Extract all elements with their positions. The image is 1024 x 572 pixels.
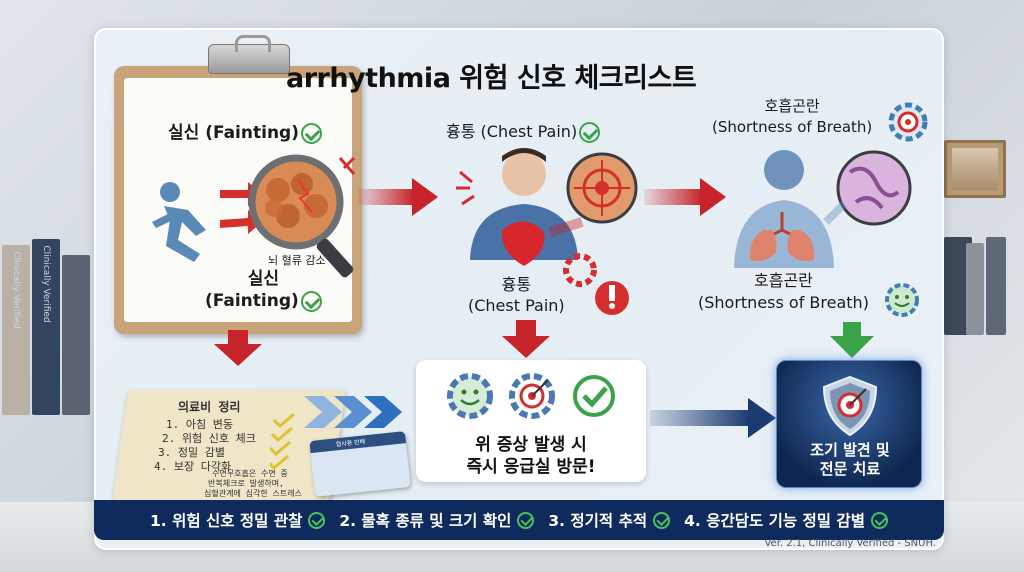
patient-card: 협사용 반배 xyxy=(309,431,411,497)
emergency-line-2: 즉시 응급실 방문! xyxy=(466,457,596,477)
background-book xyxy=(986,237,1006,335)
person-chest-pain-icon xyxy=(470,148,578,266)
early-treatment-box: 조기 발견 및 전문 치료 xyxy=(776,360,922,488)
fainting-annotation: 뇌 혈류 감소 xyxy=(268,254,326,267)
notebook-footnote-1: 수면무호흡은 수면 중 xyxy=(212,469,288,478)
check-icon xyxy=(517,511,535,529)
notebook-line-2: 2. 위험 신호 체크 xyxy=(162,432,256,445)
background-book-spine-text: Clinically Verified xyxy=(41,245,51,323)
sob-top-label-ko: 호흡곤란 xyxy=(764,97,820,115)
background-book: Clinically Verified xyxy=(32,239,60,415)
step-2-text: 2. 물혹 종류 및 크기 확인 xyxy=(339,512,512,530)
chest-pain-bottom-label-ko: 흉통 xyxy=(501,275,532,294)
version-label: Ver. 2.1, Clinically Verified - SNUH. xyxy=(764,538,936,549)
pain-spark-icon xyxy=(456,170,475,206)
treatment-text: 조기 발견 및 전문 치료 xyxy=(777,441,923,479)
person-lungs-icon xyxy=(734,150,834,268)
step-1: 1. 위험 신호 정밀 관찰 xyxy=(150,509,326,531)
check-icon xyxy=(308,511,326,529)
page-title: arrhythmia 위험 신호 체크리스트 xyxy=(286,63,697,94)
check-icon xyxy=(870,511,888,529)
action-icons xyxy=(447,373,615,419)
check-icon xyxy=(300,122,322,144)
fainting-top-label: 실신 (Fainting) xyxy=(168,118,322,144)
notebook-checkmarks xyxy=(270,412,295,471)
step-3: 3. 정기적 추적 xyxy=(548,509,671,531)
notebook-title: 의료비 정리 xyxy=(178,400,241,414)
background-book-spine-text: Clinically Verified xyxy=(11,251,21,329)
blue-chevron-arrows xyxy=(304,396,402,428)
check-icon xyxy=(579,122,601,143)
treatment-line-2: 전문 치료 xyxy=(819,460,881,478)
smile-gear-icon xyxy=(885,283,919,317)
step-3-text: 3. 정기적 추적 xyxy=(548,512,648,530)
background-photo-frame xyxy=(944,140,1006,198)
magnifier-icon xyxy=(248,154,354,278)
background-bookshelf-right xyxy=(944,235,1024,335)
fainting-top-label-text: 실신 (Fainting) xyxy=(168,123,299,143)
chest-pain-illustration xyxy=(456,148,638,315)
smile-gear-icon xyxy=(447,373,493,419)
shortness-of-breath-bottom-label: 호흡곤란 (Shortness of Breath) xyxy=(698,270,869,314)
fainting-illustration xyxy=(152,154,356,278)
notebook-line-3: 3. 정밀 감별 xyxy=(158,446,225,459)
lungs-illustration xyxy=(734,150,912,268)
fainting-bottom-label-en: (Fainting) xyxy=(205,291,299,311)
falling-person-icon xyxy=(152,182,206,262)
check-circle-icon xyxy=(573,375,615,417)
steps-bar: 1. 위험 신호 정밀 관찰 2. 물혹 종류 및 크기 확인 3. 정기적 추… xyxy=(94,500,944,540)
step-2: 2. 물혹 종류 및 크기 확인 xyxy=(339,509,535,531)
shortness-of-breath-top-label: 호흡곤란 (Shortness of Breath) xyxy=(712,96,872,138)
arrow-to-shortness-of-breath xyxy=(644,178,726,216)
down-arrow-center xyxy=(502,320,550,358)
notebook-line-4: 4. 보장 다각화 xyxy=(154,460,232,473)
background-bookshelf: Clinically Verified Clinically Verified xyxy=(0,235,95,415)
step-4-text: 4. 응간담도 기능 정밀 감별 xyxy=(684,512,865,530)
sob-bottom-label-en: (Shortness of Breath) xyxy=(698,293,869,312)
chest-pain-bottom-label: 흉통 (Chest Pain) xyxy=(468,274,565,316)
heart-target-icon xyxy=(566,152,638,224)
emergency-action-box: 위 증상 발생 시 즉시 응급실 방문! xyxy=(416,360,646,482)
emergency-line-1: 위 증상 발생 시 xyxy=(475,435,587,455)
step-1-text: 1. 위험 신호 정밀 관찰 xyxy=(150,512,303,530)
check-icon xyxy=(653,511,671,529)
shock-icon xyxy=(338,156,356,175)
notebook-line-1: 1. 아침 변동 xyxy=(166,418,233,431)
chest-pain-bottom-label-en: (Chest Pain) xyxy=(468,296,565,315)
sob-top-label-en: (Shortness of Breath) xyxy=(712,118,873,136)
target-gear-icon xyxy=(888,102,928,142)
sob-bottom-label-ko: 호흡곤란 xyxy=(754,271,813,290)
step-4: 4. 응간담도 기능 정밀 감별 xyxy=(684,509,888,531)
target-gear-icon xyxy=(509,373,555,419)
fainting-bottom-label: 실신 (Fainting) xyxy=(205,268,322,312)
notebook-footnote-3: 심혈관계에 심각한 스트레스 xyxy=(204,489,302,498)
chest-pain-top-label-text: 흉통 (Chest Pain) xyxy=(446,122,578,141)
arrow-to-chest-pain xyxy=(358,178,438,216)
alveoli-icon xyxy=(836,150,912,226)
background-book: Clinically Verified xyxy=(2,245,30,415)
clipboard-clip xyxy=(208,35,290,74)
warning-gear-icon xyxy=(563,253,629,315)
down-arrow-left xyxy=(214,330,262,366)
chest-pain-top-label: 흉통 (Chest Pain) xyxy=(446,118,601,143)
treatment-line-1: 조기 발견 및 xyxy=(810,441,890,459)
shield-target-icon xyxy=(822,375,878,437)
background-book xyxy=(966,243,984,335)
down-arrow-right xyxy=(830,322,874,358)
check-icon xyxy=(300,290,322,312)
arrow-to-treatment xyxy=(650,398,776,438)
fainting-bottom-label-ko: 실신 xyxy=(247,269,280,289)
background-book xyxy=(62,255,90,415)
notebook-footnote-2: 반복체크로 발생하며, xyxy=(208,479,284,488)
